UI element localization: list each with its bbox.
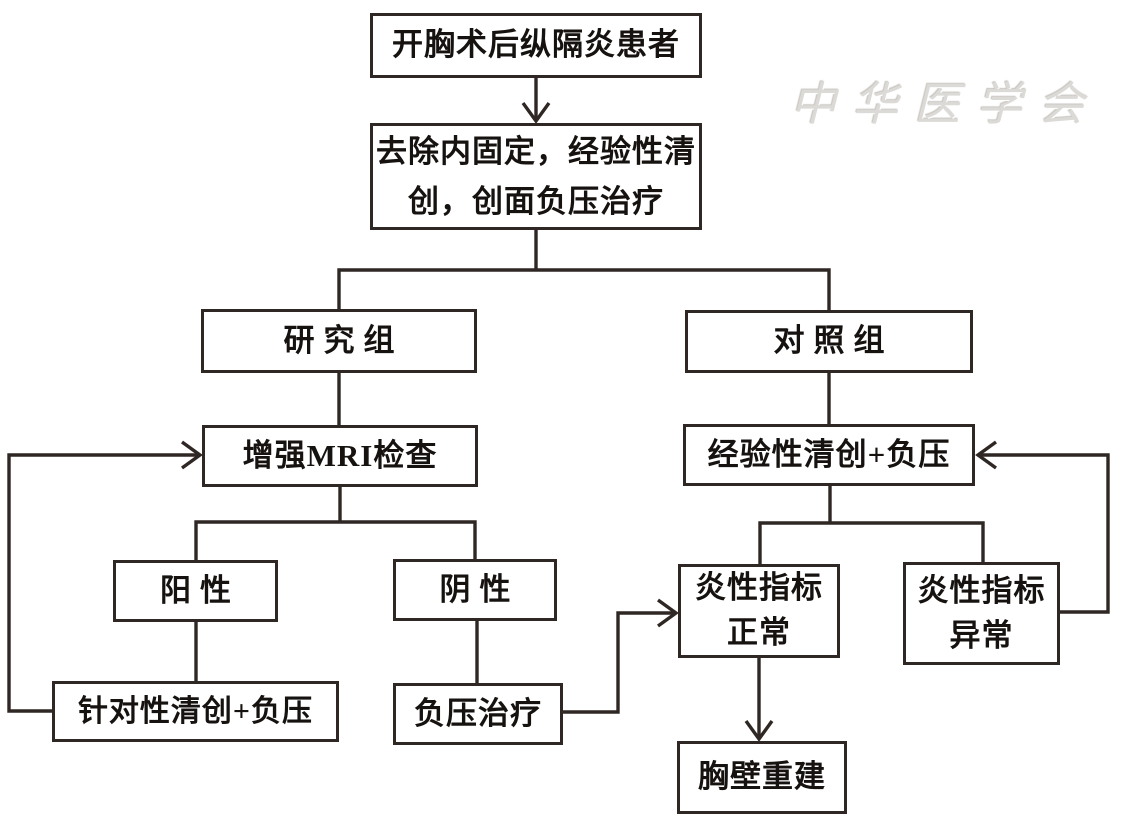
- node-markers-abnormal-line2: 异常: [949, 617, 1014, 653]
- node-npwt: 负压治疗: [393, 683, 563, 745]
- node-patient: 开胸术后纵隔炎患者: [370, 13, 702, 78]
- arrowhead-right-mri: [181, 440, 203, 470]
- watermark-text: 中华医学会: [790, 77, 1100, 131]
- node-initial-treatment: 去除内固定，经验性清 创，创面负压治疗: [370, 123, 702, 230]
- node-initial-line1: 去除内固定，经验性清: [376, 133, 696, 169]
- edge-initial-split: [337, 228, 831, 312]
- node-markers-abnormal: 炎性指标 异常: [903, 562, 1060, 665]
- arrowhead-down-initial: [521, 102, 551, 124]
- edge-npwt-normal: [561, 611, 674, 714]
- edge-empirical-split: [758, 484, 985, 566]
- node-initial-line2: 创，创面负压治疗: [408, 183, 664, 219]
- node-markers-normal-line1: 炎性指标: [695, 570, 823, 606]
- arrowhead-left-empirical: [975, 440, 997, 470]
- node-study-group: 研究组: [201, 309, 477, 373]
- node-chest-wall-reconstruction: 胸壁重建: [677, 741, 847, 814]
- node-markers-normal-line2: 正常: [727, 615, 791, 650]
- node-enhanced-mri: 增强MRI检查: [202, 425, 478, 487]
- arrowhead-down-reconstruction: [744, 720, 774, 742]
- watermark: 中华医学会: [768, 56, 1098, 146]
- arrowhead-right-normal: [657, 598, 679, 628]
- node-mri-positive: 阳性: [113, 560, 278, 622]
- node-control-group: 对照组: [685, 310, 973, 373]
- node-targeted-debridement: 针对性清创+负压: [52, 681, 339, 742]
- edge-mri-split: [194, 485, 477, 562]
- node-mri-negative: 阴性: [393, 559, 557, 621]
- node-markers-abnormal-line1: 炎性指标: [917, 572, 1046, 608]
- node-markers-normal: 炎性指标 正常: [678, 564, 840, 658]
- node-empirical-debridement: 经验性清创+负压: [683, 424, 975, 486]
